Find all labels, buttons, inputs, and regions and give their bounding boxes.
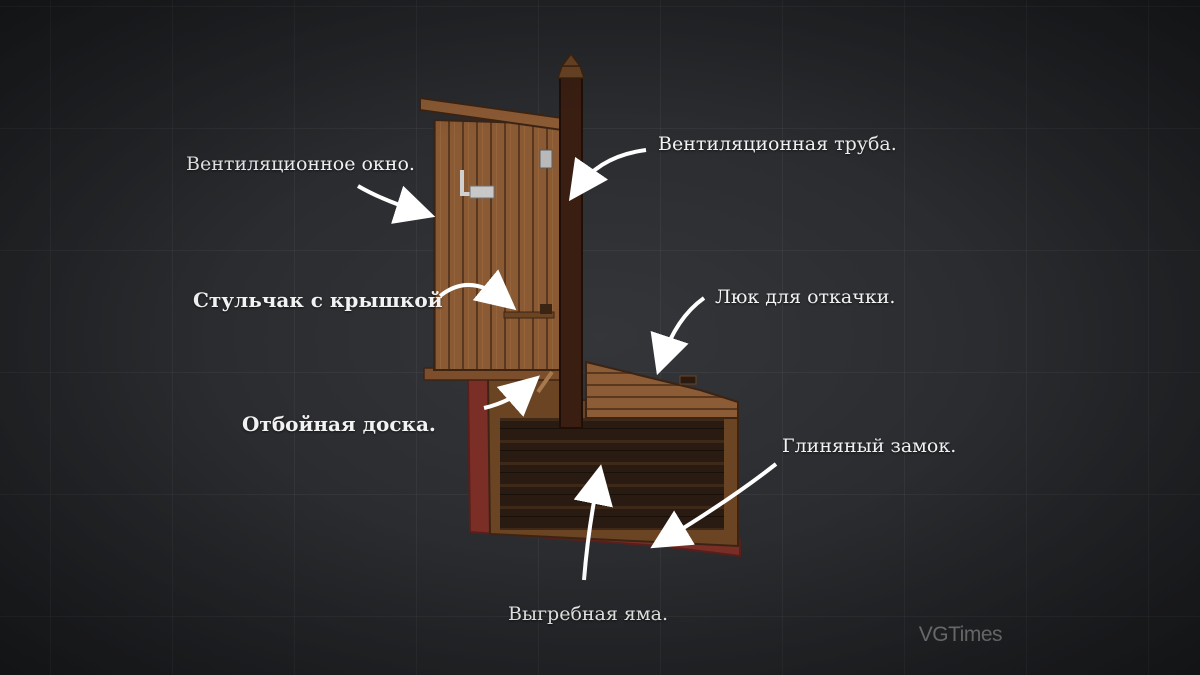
pump-hatch-box bbox=[585, 360, 739, 419]
arrow-seat bbox=[438, 269, 517, 311]
arrow-deflector bbox=[483, 375, 540, 417]
pit-interior bbox=[500, 418, 724, 530]
label-pump-hatch: Люк для откачки. bbox=[715, 286, 896, 308]
label-cesspit: Выгребная яма. bbox=[508, 603, 669, 625]
arrow-cesspit bbox=[573, 464, 613, 581]
label-seat-with-lid: Стульчак с крышкой bbox=[193, 288, 443, 312]
arrow-vent-pipe bbox=[568, 148, 647, 202]
label-vent-window: Вентиляционное окно. bbox=[186, 153, 415, 175]
label-clay-seal: Глиняный замок. bbox=[782, 435, 957, 457]
wall-bracket bbox=[460, 170, 495, 199]
toilet-seat bbox=[503, 304, 555, 319]
arrow-hatch bbox=[650, 296, 706, 376]
vgtimes-watermark: VGTimes bbox=[918, 623, 1003, 646]
vent-pipe bbox=[556, 52, 586, 429]
deflector-board bbox=[536, 370, 554, 394]
arrow-vent-window bbox=[356, 184, 436, 224]
hatch-handle bbox=[679, 375, 697, 385]
label-vent-pipe: Вентиляционная труба. bbox=[658, 133, 897, 155]
vent-window bbox=[539, 149, 553, 169]
label-deflector-board: Отбойная доска. bbox=[242, 412, 436, 436]
arrow-clay-seal bbox=[650, 462, 778, 549]
